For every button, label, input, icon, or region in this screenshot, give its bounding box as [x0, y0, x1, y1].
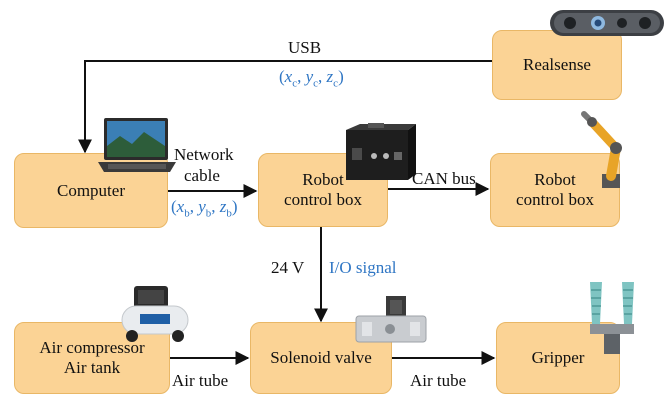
- air-tube-label-1: Air tube: [172, 371, 229, 390]
- computer-label: Computer: [57, 180, 125, 200]
- realsense-label: Realsense: [523, 55, 591, 74]
- control-box-label-line1: Robot: [302, 170, 344, 189]
- computer-box: Computer: [14, 153, 168, 228]
- voltage-label: 24 V: [271, 258, 305, 277]
- base-coordinates: (xb, yb, zb): [171, 197, 238, 220]
- realsense-box: Realsense: [492, 30, 622, 100]
- robot-box: Robot control box: [490, 153, 620, 227]
- control-box-label-line2: control box: [284, 190, 362, 209]
- solenoid-valve-icon: [355, 296, 427, 343]
- can-bus-label: CAN bus: [412, 169, 476, 188]
- robot-label-line2: control box: [516, 190, 594, 209]
- realsense-camera-icon: [550, 10, 664, 36]
- gripper-label: Gripper: [531, 348, 585, 367]
- usb-label: USB: [288, 38, 322, 57]
- usb-line: [78, 60, 492, 154]
- gripper-icon: [590, 282, 634, 354]
- laptop-icon: [98, 118, 176, 172]
- compressor-label-line1: Air compressor: [39, 338, 145, 357]
- control-box-device-icon: [346, 123, 416, 180]
- robot-label-line1: Robot: [534, 170, 576, 189]
- network-label-line1: Network: [174, 145, 234, 164]
- air-compressor-icon: [121, 286, 189, 342]
- air-tube-label-2: Air tube: [410, 371, 467, 390]
- compressor-label-line2: Air tank: [63, 358, 121, 377]
- robot-arm-icon: [581, 111, 622, 188]
- io-signal-label: I/O signal: [329, 258, 397, 277]
- network-label-line2: cable: [184, 166, 220, 185]
- solenoid-label: Solenoid valve: [270, 348, 372, 367]
- camera-coordinates: (xc, yc, zc): [279, 67, 344, 90]
